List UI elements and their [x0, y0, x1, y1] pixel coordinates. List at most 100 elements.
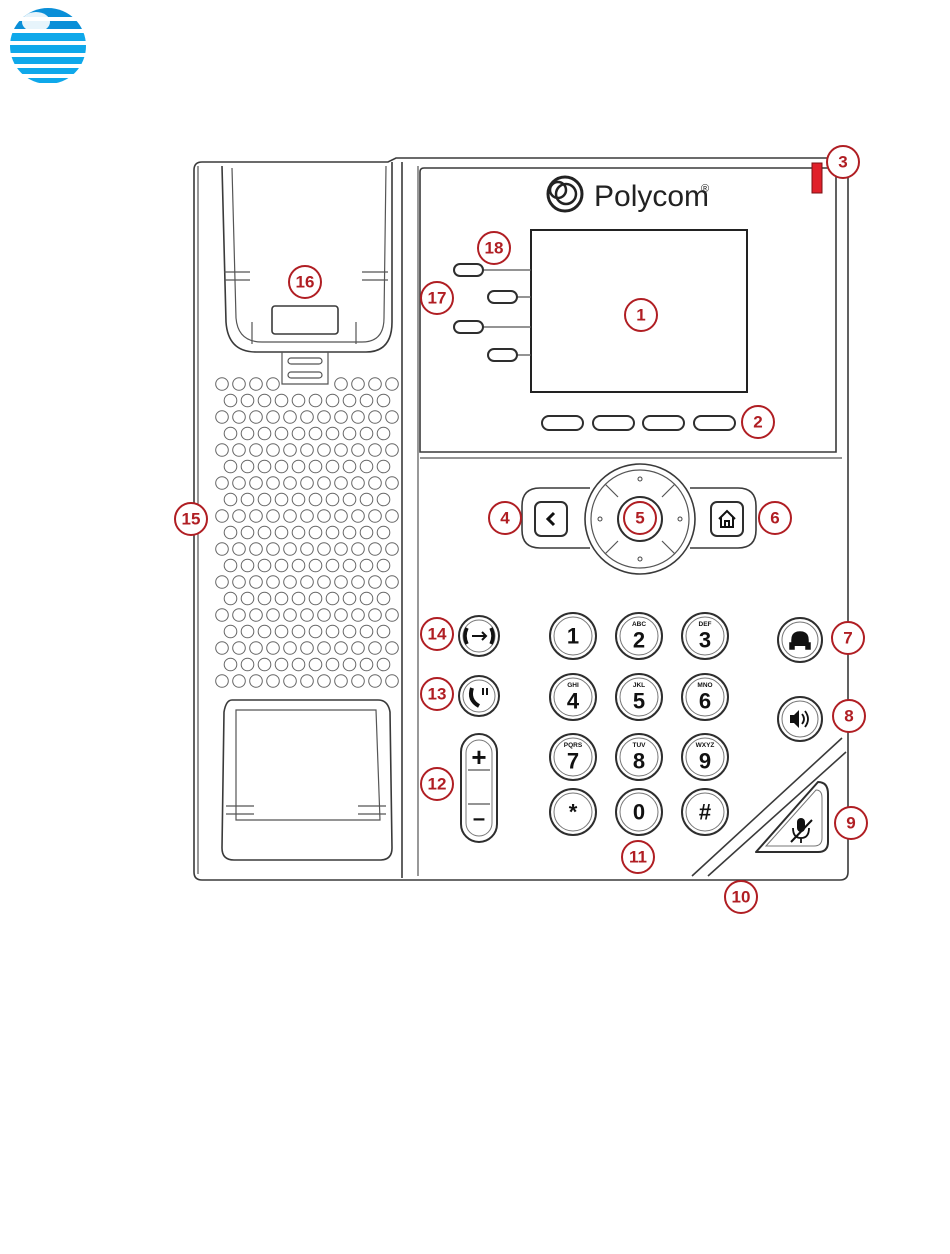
grille-hole — [335, 543, 348, 556]
callout-number: 6 — [770, 509, 779, 528]
grille-hole — [352, 642, 365, 655]
line-key-3[interactable] — [454, 321, 483, 333]
callout-10: 10 — [725, 881, 757, 913]
keypad-digit: 9 — [699, 749, 711, 774]
grille-hole — [267, 411, 280, 424]
headset-button[interactable] — [778, 618, 822, 662]
grille-hole — [309, 559, 322, 572]
grille-hole — [360, 592, 373, 605]
line-key-4[interactable] — [488, 349, 517, 361]
grille-hole — [343, 493, 356, 506]
grille-hole — [326, 427, 339, 440]
grille-hole — [233, 477, 246, 490]
callout-number: 3 — [838, 153, 847, 172]
volume-rocker[interactable]: + – — [461, 734, 497, 842]
grille-hole — [267, 543, 280, 556]
grille-hole — [335, 609, 348, 622]
home-button[interactable] — [711, 502, 743, 536]
grille-hole — [360, 625, 373, 638]
grille-hole — [301, 510, 314, 523]
grille-hole — [343, 394, 356, 407]
grille-hole — [326, 526, 339, 539]
keypad-key[interactable]: 0 — [616, 789, 662, 835]
callout-number: 12 — [428, 775, 447, 794]
grille-hole — [233, 510, 246, 523]
grille-hole — [233, 378, 246, 391]
line-key-2[interactable] — [488, 291, 517, 303]
hold-button[interactable] — [459, 676, 499, 716]
grille-hole — [377, 394, 390, 407]
grille-hole — [233, 411, 246, 424]
callout-number: 4 — [500, 509, 510, 528]
grille-hole — [258, 592, 271, 605]
grille-hole — [369, 576, 382, 589]
grille-hole — [309, 394, 322, 407]
volume-down-label: – — [473, 806, 485, 831]
grille-hole — [267, 477, 280, 490]
back-button[interactable] — [535, 502, 567, 536]
soft-key-2[interactable] — [593, 416, 634, 430]
transfer-button[interactable] — [459, 616, 499, 656]
grille-hole — [275, 460, 288, 473]
grille-hole — [224, 394, 237, 407]
soft-key-3[interactable] — [643, 416, 684, 430]
grille-hole — [233, 576, 246, 589]
grille-hole — [292, 394, 305, 407]
callout-4: 4 — [489, 502, 521, 534]
hookswitch-tab[interactable] — [272, 306, 338, 334]
grille-hole — [284, 576, 297, 589]
grille-hole — [292, 559, 305, 572]
grille-hole — [250, 576, 263, 589]
grille-hole — [335, 378, 348, 391]
grille-hole — [343, 625, 356, 638]
grille-hole — [250, 543, 263, 556]
grille-hole — [318, 543, 331, 556]
keypad-key[interactable]: * — [550, 789, 596, 835]
keypad-letters: MNO — [697, 682, 712, 689]
grille-hole — [318, 477, 331, 490]
callout-18: 18 — [478, 232, 510, 264]
soft-key-1[interactable] — [542, 416, 583, 430]
callout-3: 3 — [827, 146, 859, 178]
grille-hole — [369, 477, 382, 490]
grille-hole — [241, 658, 254, 671]
grille-hole — [386, 477, 399, 490]
grille-hole — [292, 427, 305, 440]
keypad-letters: WXYZ — [696, 742, 715, 749]
grille-hole — [343, 427, 356, 440]
callout-9: 9 — [835, 807, 867, 839]
grille-hole — [275, 526, 288, 539]
mute-button[interactable] — [756, 782, 828, 852]
callout-number: 8 — [844, 707, 853, 726]
grille-hole — [275, 394, 288, 407]
grille-hole — [216, 444, 229, 457]
grille-hole — [318, 510, 331, 523]
grille-hole — [377, 658, 390, 671]
soft-key-4[interactable] — [694, 416, 735, 430]
polycom-trademark: ® — [701, 183, 709, 195]
speakerphone-button[interactable] — [778, 697, 822, 741]
grille-hole — [386, 411, 399, 424]
grille-hole — [335, 675, 348, 688]
grille-hole — [241, 592, 254, 605]
grille-hole — [386, 576, 399, 589]
grille-hole — [284, 675, 297, 688]
keypad-key[interactable]: 1 — [550, 613, 596, 659]
grille-hole — [301, 411, 314, 424]
grille-hole — [216, 576, 229, 589]
grille-hole — [352, 609, 365, 622]
line-key-1[interactable] — [454, 264, 483, 276]
keypad-key[interactable]: # — [682, 789, 728, 835]
keypad-letters: GHI — [567, 682, 579, 689]
grille-hole — [335, 510, 348, 523]
grille-hole — [224, 526, 237, 539]
grille-hole — [275, 658, 288, 671]
